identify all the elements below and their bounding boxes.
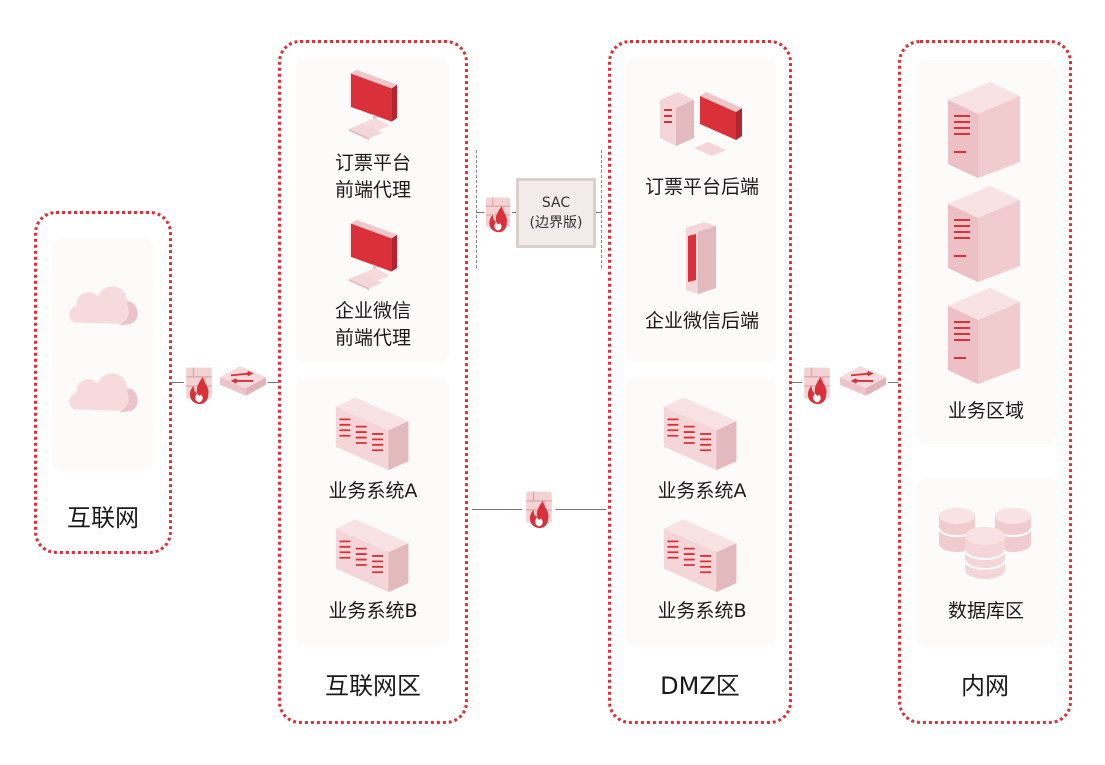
sac-box: SAC (边界版)	[516, 178, 596, 248]
internet-zone-title: 互联网区	[325, 672, 421, 700]
connector-line	[596, 212, 602, 213]
connector-line	[792, 382, 802, 383]
connector-line	[172, 382, 184, 383]
cloud-icon	[66, 355, 142, 423]
internet-zone-box	[34, 211, 172, 554]
firewall-icon	[484, 194, 512, 234]
system-b-label: 业务系统B	[328, 600, 418, 622]
internet-area-zone-box	[278, 40, 468, 724]
cloud-icon	[66, 268, 142, 336]
firewall-icon	[184, 364, 214, 406]
connector-line	[888, 382, 898, 383]
firewall-icon	[524, 488, 554, 530]
sac-edition: (边界版)	[529, 215, 583, 231]
server-rack-icon	[660, 516, 742, 594]
internet-title: 互联网	[67, 504, 139, 532]
dashed-boundary-line	[476, 150, 477, 268]
connector-line	[556, 509, 606, 510]
dmz-system-a-label: 业务系统A	[657, 480, 747, 502]
connector-line	[512, 212, 516, 213]
connector-line	[472, 509, 522, 510]
connector-line	[268, 382, 278, 383]
tower-server-icon	[947, 185, 1021, 283]
business-area-label: 业务区域	[947, 400, 1024, 422]
switch-icon	[838, 362, 888, 398]
server-rack-icon	[332, 394, 414, 472]
tower-server-icon	[947, 81, 1021, 179]
tower-server-icon	[947, 287, 1021, 385]
switch-icon	[218, 362, 268, 398]
monitor-icon	[338, 218, 410, 292]
database-area-label: 数据库区	[947, 600, 1024, 622]
ticket-frontend-label: 订票平台 前端代理	[334, 152, 411, 201]
dmz-system-b-label: 业务系统B	[657, 600, 747, 622]
server-rack-icon	[332, 516, 414, 594]
intranet-zone-box	[898, 40, 1072, 724]
monitor-icon	[338, 68, 410, 142]
wechat-backend-label: 企业微信后端	[644, 310, 759, 332]
dashed-boundary-line	[601, 150, 602, 268]
intranet-title: 内网	[961, 672, 1009, 700]
dmz-zone-title: DMZ区	[660, 672, 740, 700]
connector-line	[476, 212, 484, 213]
phone-icon	[682, 222, 718, 296]
server-rack-icon	[660, 394, 742, 472]
ticket-backend-label: 订票平台后端	[644, 176, 759, 198]
wechat-frontend-label: 企业微信 前端代理	[334, 300, 411, 349]
dmz-zone-box	[608, 40, 792, 724]
firewall-icon	[802, 364, 832, 406]
desktop-icon	[659, 86, 744, 158]
database-icon	[938, 502, 1032, 584]
internet-panel	[52, 238, 154, 470]
sac-name: SAC	[541, 195, 571, 211]
system-a-label: 业务系统A	[328, 480, 418, 502]
